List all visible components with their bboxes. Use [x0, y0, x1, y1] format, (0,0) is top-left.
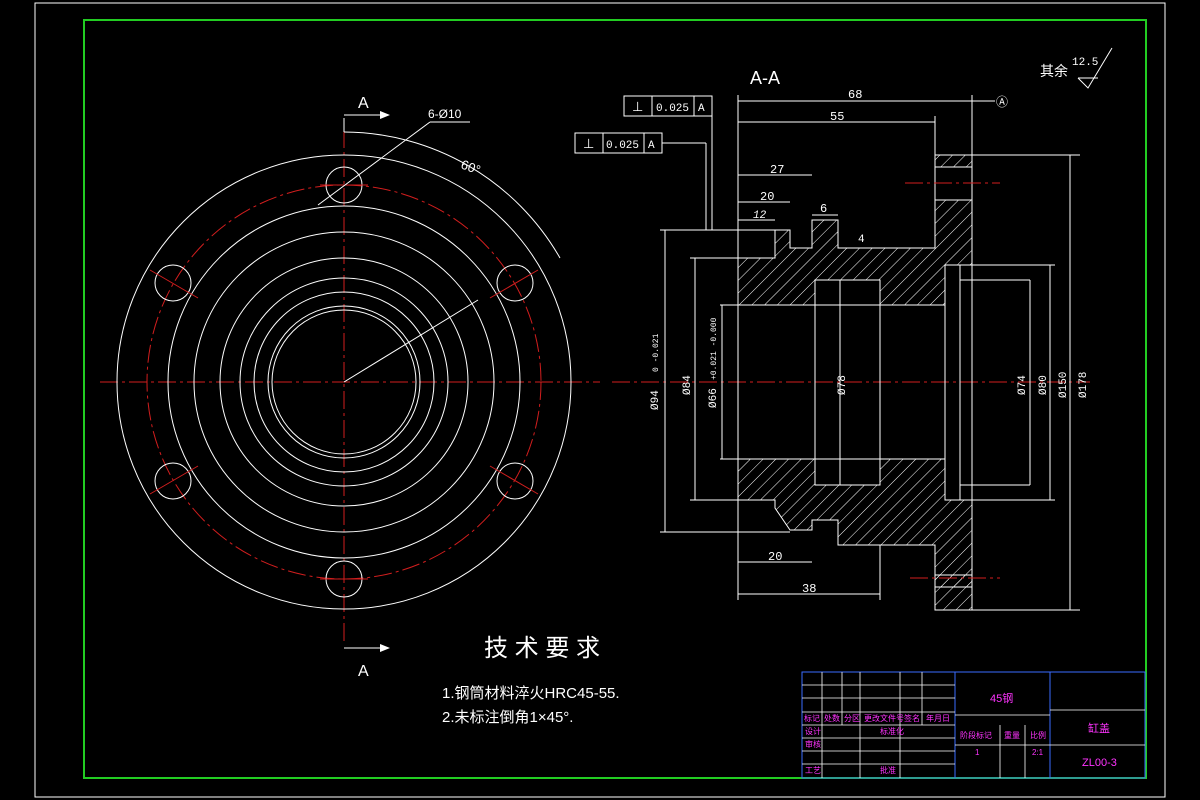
- svg-text:分区: 分区: [844, 714, 860, 723]
- holes-label: 6-Ø10: [428, 107, 462, 121]
- svg-text:1: 1: [975, 748, 980, 757]
- tol-datum: A: [648, 140, 655, 152]
- svg-text:阶段标记: 阶段标记: [960, 730, 992, 740]
- svg-text:重量: 重量: [1004, 730, 1020, 740]
- tol-symbol: ⊥: [583, 136, 594, 151]
- dim-38: 38: [802, 582, 816, 596]
- roughness-value: 12.5: [1072, 57, 1098, 69]
- dim-55: 55: [830, 110, 844, 124]
- svg-text:比例: 比例: [1030, 730, 1046, 740]
- dim-4: 4: [858, 234, 865, 246]
- svg-text:标准化: 标准化: [880, 726, 904, 736]
- dim-dia150: Ø150: [1058, 372, 1070, 398]
- tech-req-item-2: 2.未标注倒角1×45°.: [442, 709, 573, 726]
- svg-text:处数: 处数: [824, 713, 840, 723]
- tol-symbol: ⊥: [632, 99, 643, 114]
- title-block: [801, 671, 1146, 779]
- dim-dia80: Ø80: [1038, 375, 1050, 395]
- dim-12: 12: [753, 210, 767, 222]
- svg-text:2:1: 2:1: [1032, 748, 1044, 757]
- dim-27: 27: [770, 163, 784, 177]
- svg-text:标记: 标记: [804, 713, 820, 723]
- datum-label: Ⓐ: [996, 95, 1008, 109]
- dim-dia74: Ø74: [1017, 375, 1029, 395]
- drawing-no: ZL00-3: [1082, 757, 1117, 769]
- cut-label-top: A: [358, 95, 369, 112]
- outer-border: [34, 2, 1166, 798]
- tol-value: 0.025: [606, 140, 639, 152]
- dim-dia178: Ø178: [1078, 372, 1090, 398]
- dim-dia94-tol: 0 -0.021: [652, 333, 661, 372]
- svg-text:签名: 签名: [904, 713, 920, 723]
- svg-text:审核: 审核: [805, 739, 821, 749]
- tech-req-title: 技 术 要 求: [484, 635, 600, 662]
- part-name: 缸盖: [1088, 721, 1110, 735]
- dim-68: 68: [848, 88, 862, 102]
- svg-text:设计: 设计: [805, 726, 821, 736]
- section-label: A-A: [750, 68, 780, 88]
- section-view: [612, 95, 1090, 611]
- bolt-hole: [496, 264, 534, 302]
- tolerance-frame-1: ⊥ 0.025 A: [623, 95, 713, 117]
- tolerance-frame-2: ⊥ 0.025 A: [574, 132, 663, 154]
- dim-dia84: Ø84: [682, 375, 694, 395]
- title-block-headers: 标记 处数 分区 更改文件号 签名 年月日 设计 标准化 审核 工艺 批准 阶段…: [804, 713, 1046, 775]
- bolt-hole: [496, 462, 534, 500]
- cut-label-bottom: A: [358, 663, 369, 680]
- front-view: [100, 111, 600, 652]
- svg-text:更改文件号: 更改文件号: [864, 713, 904, 723]
- dim-20-top: 20: [760, 190, 774, 204]
- bolt-hole: [154, 264, 192, 302]
- roughness-prefix: 其余: [1040, 63, 1068, 79]
- dim-dia78: Ø78: [837, 375, 849, 395]
- material: 45钢: [990, 692, 1013, 705]
- svg-text:批准: 批准: [880, 765, 896, 775]
- roughness-note: 其余 12.5: [1040, 47, 1113, 89]
- dim-dia66: Ø66: [708, 388, 720, 408]
- svg-text:工艺: 工艺: [805, 766, 821, 775]
- inner-border: [83, 19, 1147, 779]
- dim-dia66-tol: +0.021 -0.000: [710, 317, 719, 380]
- svg-text:年月日: 年月日: [926, 713, 950, 723]
- tol-value: 0.025: [656, 103, 689, 115]
- dim-dia94: Ø94: [650, 390, 662, 410]
- bolt-hole: [154, 462, 192, 500]
- tech-req-item-1: 1.钢筒材料淬火HRC45-55.: [442, 685, 620, 702]
- tol-datum: A: [698, 103, 705, 115]
- dim-20-bottom: 20: [768, 550, 782, 564]
- angle-label: 60°: [459, 157, 483, 178]
- dim-6: 6: [820, 202, 827, 216]
